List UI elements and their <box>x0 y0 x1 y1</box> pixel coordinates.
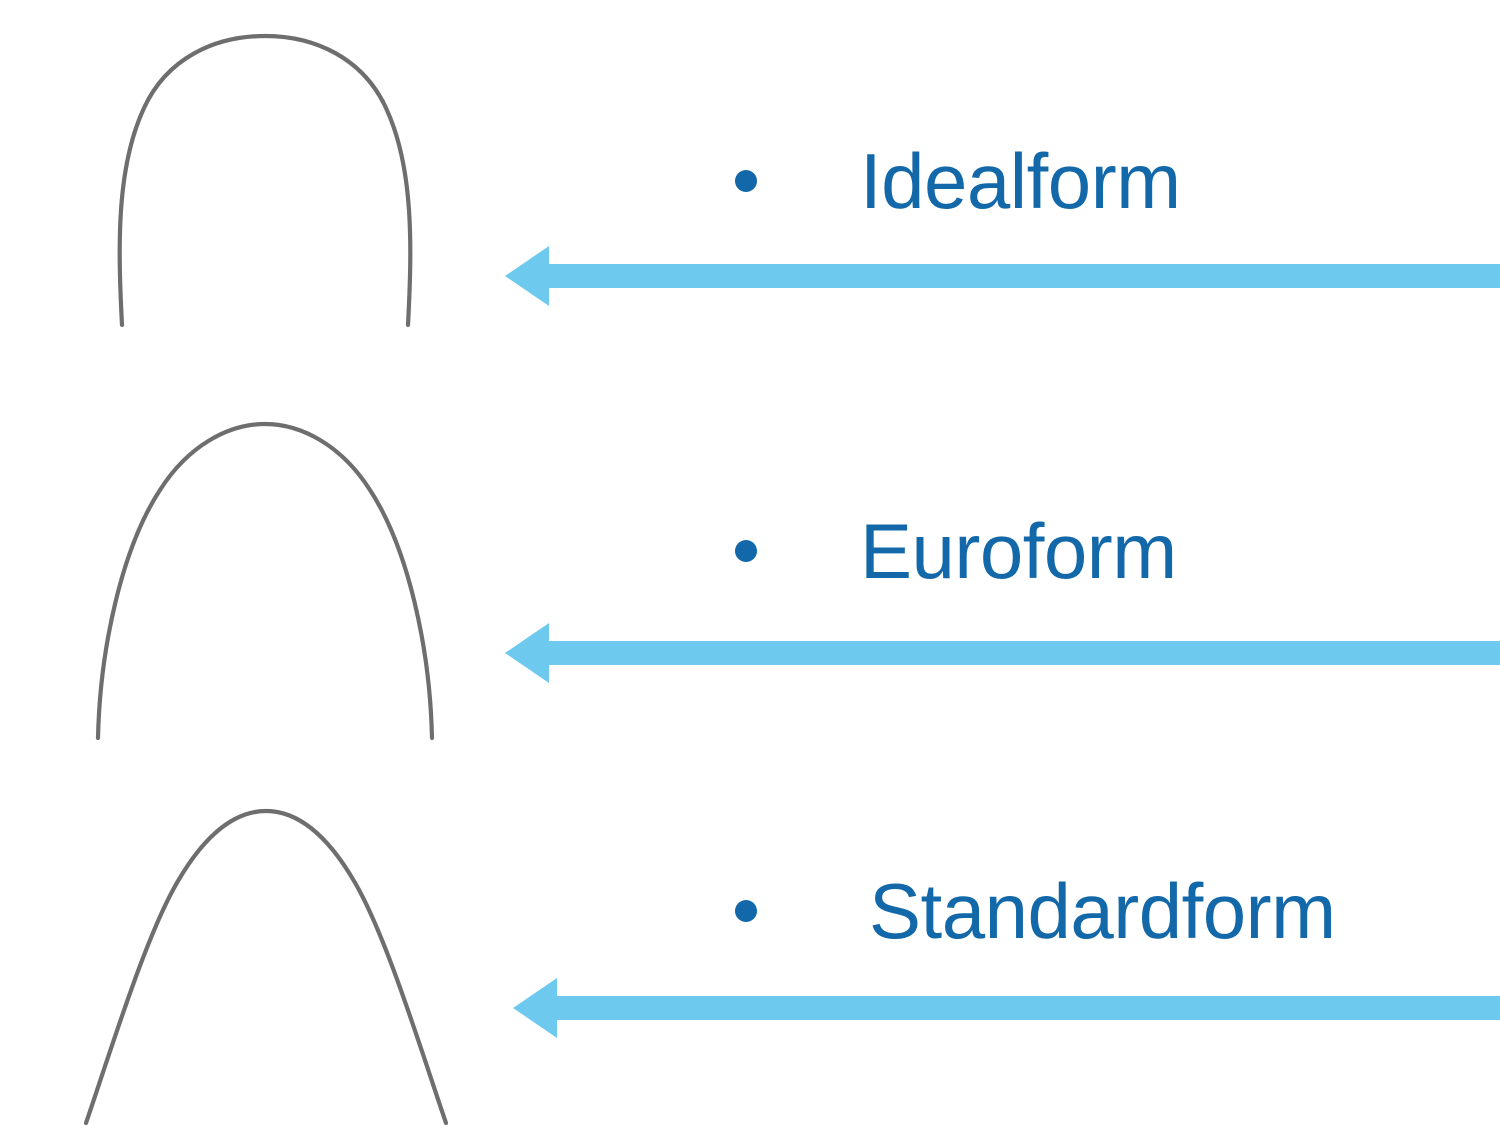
arrow-pointing-left-idealform <box>505 236 1500 316</box>
label-idealform-text: Idealform <box>860 137 1181 225</box>
label-row-standardform: Standardform <box>735 872 1336 950</box>
standardform-archwire-drawing <box>83 808 449 1125</box>
label-row-idealform: Idealform <box>735 142 1181 220</box>
idealform-wire-path <box>117 33 413 328</box>
arrow-euroform-body <box>505 623 1500 683</box>
arrow-standardform-body <box>513 978 1500 1038</box>
bullet-icon-idealform <box>735 170 757 192</box>
standardform-wire-path <box>83 808 449 1125</box>
euroform-wire-path <box>95 421 435 741</box>
arrow-standardform-shape <box>513 978 1500 1038</box>
label-standardform-text: Standardform <box>869 867 1336 955</box>
label-euroform-text: Euroform <box>860 507 1177 595</box>
arrow-idealform-body <box>505 246 1500 306</box>
standardform-archwire <box>60 785 480 1125</box>
arrow-euroform-shape <box>505 623 1500 683</box>
bullet-icon-standardform <box>735 900 757 922</box>
arrow-pointing-left-euroform <box>505 613 1500 693</box>
idealform-archwire-drawing <box>117 33 413 328</box>
arrow-idealform-shape <box>505 246 1500 306</box>
idealform-archwire <box>60 18 480 338</box>
euroform-archwire <box>60 408 480 748</box>
arrow-pointing-left-standardform <box>513 968 1500 1048</box>
euroform-archwire-drawing <box>95 421 435 741</box>
bullet-icon-euroform <box>735 540 757 562</box>
label-row-euroform: Euroform <box>735 512 1177 590</box>
